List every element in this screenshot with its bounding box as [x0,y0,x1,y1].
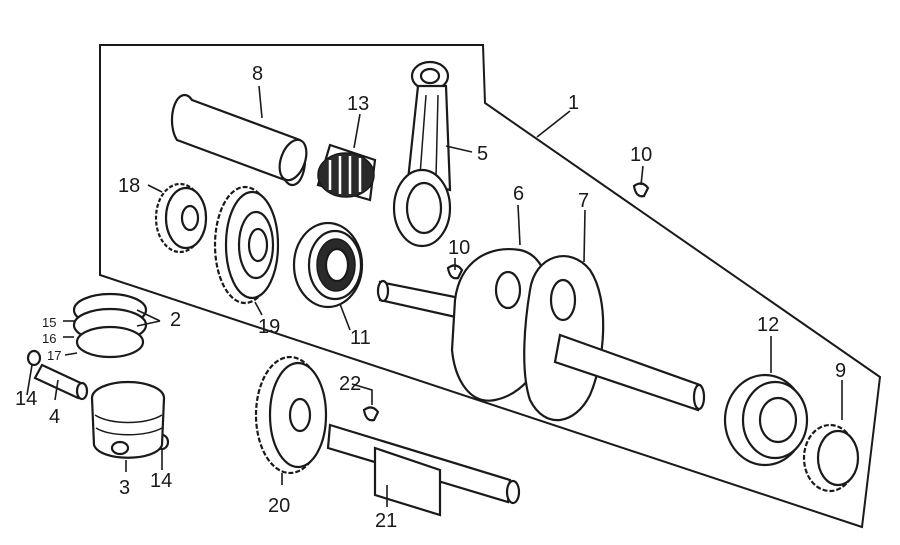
part-8-pin-tube [170,93,308,187]
callout-2: 2 [170,309,181,331]
callout-14a: 14 [15,388,37,410]
callout-14b: 14 [150,470,172,492]
callout-21: 21 [375,510,397,532]
part-14a-circlip [26,349,42,367]
callout-13: 13 [347,93,369,115]
callout-20: 20 [268,495,290,517]
part-21-balance-shaft [326,423,521,517]
callout-11: 11 [350,327,371,349]
assembly-boundary [99,44,882,529]
part-2-piston-rings [72,292,148,359]
callout-10b: 10 [630,144,652,166]
part-3-piston [90,380,166,459]
callout-9: 9 [835,360,846,382]
part-6-7-crankshaft [376,248,706,422]
callout-22: 22 [339,373,361,395]
callout-1: 1 [568,92,579,114]
callout-15: 15 [42,315,56,330]
part-10a-woodruff-key [446,264,464,280]
leader-lines [26,85,843,507]
callout-labels: 1 2 3 4 5 6 7 8 9 10 10 11 12 13 14 14 1… [15,63,846,532]
part-5-connecting-rod [392,60,452,248]
callout-5: 5 [477,143,488,165]
part-20-balance-gear [254,355,328,475]
part-22-key [362,406,380,422]
callout-17: 17 [47,348,61,363]
part-4-piston-pin [33,363,89,401]
part-12-bearing [723,373,809,467]
part-13-needle-bearing [316,143,377,202]
callout-3: 3 [119,477,130,499]
callout-7: 7 [578,190,589,212]
part-19-large-gear [213,185,280,305]
part-9-sprocket [802,423,860,493]
callout-8: 8 [252,63,263,85]
part-11-ball-bearing [292,221,364,309]
callout-18: 18 [118,175,140,197]
callout-6: 6 [513,183,524,205]
part-10b-woodruff-key [632,182,650,198]
callout-12: 12 [757,314,779,336]
callout-4: 4 [49,406,60,428]
callout-10a: 10 [448,237,470,259]
callout-16: 16 [42,331,56,346]
part-18-small-gear [154,182,208,254]
callout-19: 19 [258,316,280,338]
